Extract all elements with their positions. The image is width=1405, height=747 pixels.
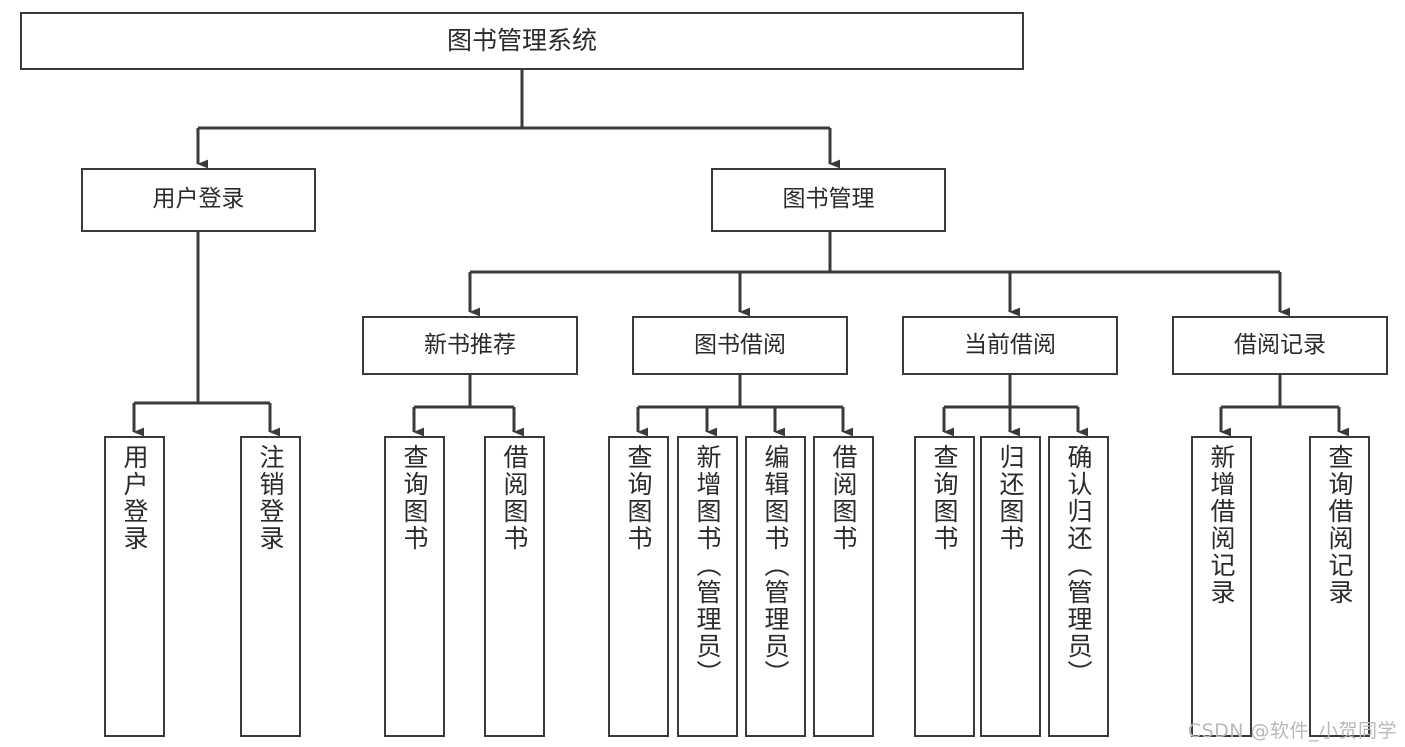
node-label: 归还图书 (996, 444, 1025, 552)
node-label: 查询图书 (400, 444, 429, 552)
node-label: 用户登录 (152, 186, 245, 213)
leaf-confirm-return-admin[interactable]: 确认归还（管理员） (1048, 436, 1109, 737)
node-label: 新增借阅记录 (1207, 444, 1236, 606)
node-label: 当前借阅 (964, 331, 1056, 358)
leaf-add-book-admin[interactable]: 新增图书（管理员） (677, 436, 738, 737)
leaf-borrow-book[interactable]: 借阅图书 (813, 436, 874, 737)
node-user-login[interactable]: 用户登录 (81, 168, 316, 232)
leaf-return-book[interactable]: 归还图书 (980, 436, 1041, 737)
node-book-borrow[interactable]: 图书借阅 (632, 316, 848, 375)
leaf-user-logout[interactable]: 注销登录 (240, 436, 301, 737)
node-label: 用户登录 (120, 444, 149, 552)
leaf-add-borrow-record[interactable]: 新增借阅记录 (1191, 436, 1252, 737)
node-new-book-recommend[interactable]: 新书推荐 (362, 316, 578, 375)
node-label: 确认归还（管理员） (1064, 444, 1093, 687)
node-borrow-record[interactable]: 借阅记录 (1172, 316, 1388, 375)
leaf-query-book-borrow[interactable]: 查询图书 (608, 436, 669, 737)
node-label: 借阅图书 (829, 444, 858, 552)
node-label: 借阅记录 (1234, 331, 1326, 358)
leaf-borrow-book-recommend[interactable]: 借阅图书 (484, 436, 545, 737)
node-label: 图书借阅 (694, 331, 786, 358)
node-book-management[interactable]: 图书管理 (711, 168, 946, 232)
watermark-text: CSDN @软件_小贺同学 (1187, 720, 1397, 742)
node-label: 编辑图书（管理员） (761, 444, 790, 687)
node-label: 注销登录 (256, 444, 285, 552)
node-label: 图书管理系统 (446, 26, 597, 56)
node-label: 图书管理 (782, 186, 875, 213)
node-label: 借阅图书 (500, 444, 529, 552)
leaf-query-borrow-record[interactable]: 查询借阅记录 (1309, 436, 1370, 737)
node-label: 查询借阅记录 (1325, 444, 1354, 606)
leaf-query-book-current[interactable]: 查询图书 (914, 436, 975, 737)
node-label: 新增图书（管理员） (693, 444, 722, 687)
node-root-system[interactable]: 图书管理系统 (20, 12, 1024, 70)
node-current-borrow[interactable]: 当前借阅 (902, 316, 1118, 375)
leaf-edit-book-admin[interactable]: 编辑图书（管理员） (745, 436, 806, 737)
leaf-query-book-recommend[interactable]: 查询图书 (384, 436, 445, 737)
node-label: 查询图书 (930, 444, 959, 552)
node-label: 新书推荐 (424, 331, 516, 358)
node-label: 查询图书 (624, 444, 653, 552)
leaf-user-login[interactable]: 用户登录 (104, 436, 165, 737)
